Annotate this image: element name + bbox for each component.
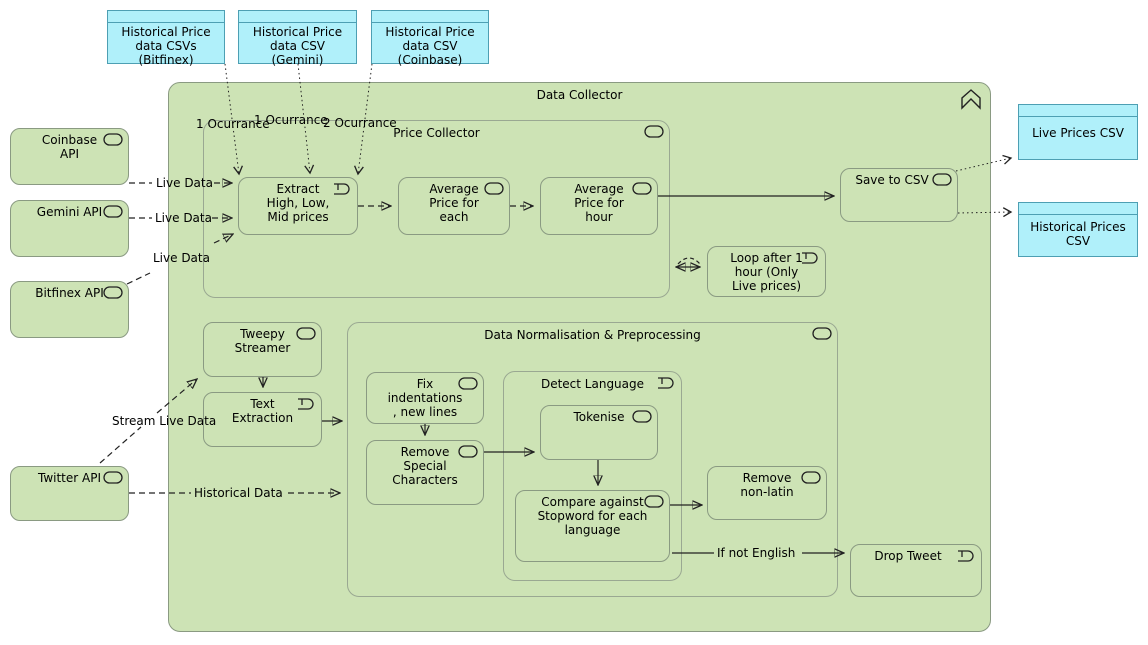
application-service-icon [632,410,652,423]
edge-label-if-not-english: If not English [717,546,796,560]
node-text-extraction: Text Extraction [203,392,322,447]
file-historical-csv-gemini: Historical Price data CSV (Gemini) [238,10,357,67]
node-label: Bitfinex API [35,286,104,300]
node-loop-after-1-hour: Loop after 1 hour (Only Live prices) [707,246,826,297]
edge-stream-live-data-a [99,426,142,464]
application-process-icon [332,182,352,196]
file-label: Historical Price data CSV (Coinbase) [385,25,475,67]
edge-label-occurrence-1: 1 Ocurrance [196,117,270,131]
node-label: Loop after 1 hour (Only Live prices) [730,251,803,293]
file-label: Historical Price data CSVs (Bitfinex) [121,25,211,67]
edge-label-live-data-bitfinex: Live Data [153,251,210,265]
group-data-normalisation-title: Data Normalisation & Preprocessing [484,328,701,342]
application-service-icon [932,173,952,186]
file-historical-csv-coinbase: Historical Price data CSV (Coinbase) [371,10,489,67]
file-band [372,11,488,23]
node-label: Coinbase API [41,133,98,161]
node-label: Save to CSV [855,173,929,187]
application-service-icon [644,125,664,138]
edge-label-live-data-coinbase: Live Data [156,176,213,190]
node-remove-non-latin: Remove non-latin [707,466,827,520]
edge-bitfinex-live-data-a [126,272,151,285]
node-label: Text Extraction [231,397,294,425]
application-service-icon [103,286,123,299]
edge-label-occurrence-3: 2 Ocurrance [323,116,397,130]
application-process-icon [296,397,316,411]
application-service-icon [103,205,123,218]
file-band [1019,105,1137,117]
file-band [108,11,224,23]
file-band [239,11,356,23]
node-label: Gemini API [36,205,103,219]
file-live-prices-csv: Live Prices CSV [1018,104,1138,160]
application-process-icon [656,376,676,390]
node-extract-prices: Extract High, Low, Mid prices [238,177,358,235]
file-label: Historical Prices CSV [1030,220,1126,248]
edge-label-historical-data: Historical Data [194,486,283,500]
application-service-icon [801,471,821,484]
file-historical-csv-bitfinex: Historical Price data CSVs (Bitfinex) [107,10,225,67]
node-average-price-each: Average Price for each [398,177,510,235]
node-gemini-api: Gemini API [10,200,129,257]
node-label: Average Price for hour [574,182,624,224]
application-service-icon [103,133,123,146]
application-service-icon [458,377,478,390]
edge-label-stream-live-data: Stream Live Data [112,414,217,428]
application-service-icon [296,327,316,340]
node-bitfinex-api: Bitfinex API [10,281,129,338]
node-compare-stopword: Compare against Stopword for each langua… [515,490,670,562]
group-price-collector-title: Price Collector [393,126,480,140]
node-label: Extract High, Low, Mid prices [266,182,330,224]
node-label: Compare against Stopword for each langua… [537,495,648,537]
edge-label-live-data-gemini: Live Data [155,211,212,225]
node-label: Drop Tweet [874,549,942,563]
group-data-collector-title: Data Collector [536,88,623,102]
application-service-icon [103,471,123,484]
node-label: Remove non-latin [740,471,794,499]
application-process-icon [956,549,976,563]
node-fix-indentations: Fix indentations , new lines [366,372,484,424]
application-process-icon [800,251,820,265]
node-twitter-api: Twitter API [10,466,129,521]
node-save-to-csv: Save to CSV [840,168,958,222]
node-label: Tokenise [573,410,625,424]
node-label: Fix indentations , new lines [387,377,463,419]
group-detect-language-title: Detect Language [540,377,645,391]
application-service-icon [812,327,832,340]
node-average-price-hour: Average Price for hour [540,177,658,235]
node-tweepy-streamer: Tweepy Streamer [203,322,322,377]
collaboration-chevron-icon [958,87,984,111]
file-historical-prices-csv: Historical Prices CSV [1018,202,1138,257]
application-service-icon [458,445,478,458]
file-label: Live Prices CSV [1032,126,1124,140]
node-coinbase-api: Coinbase API [10,128,129,185]
edge-label-occurrence-2: 1 Ocurrance [254,113,328,127]
node-label: Average Price for each [429,182,479,224]
application-service-icon [484,182,504,195]
application-service-icon [632,182,652,195]
node-label: Remove Special Characters [392,445,458,487]
node-remove-special-characters: Remove Special Characters [366,440,484,505]
file-label: Historical Price data CSV (Gemini) [252,25,343,67]
application-service-icon [644,495,664,508]
node-label: Twitter API [37,471,102,485]
node-label: Tweepy Streamer [234,327,291,355]
node-tokenise: Tokenise [540,405,658,460]
file-band [1019,203,1137,215]
node-drop-tweet: Drop Tweet [850,544,982,597]
